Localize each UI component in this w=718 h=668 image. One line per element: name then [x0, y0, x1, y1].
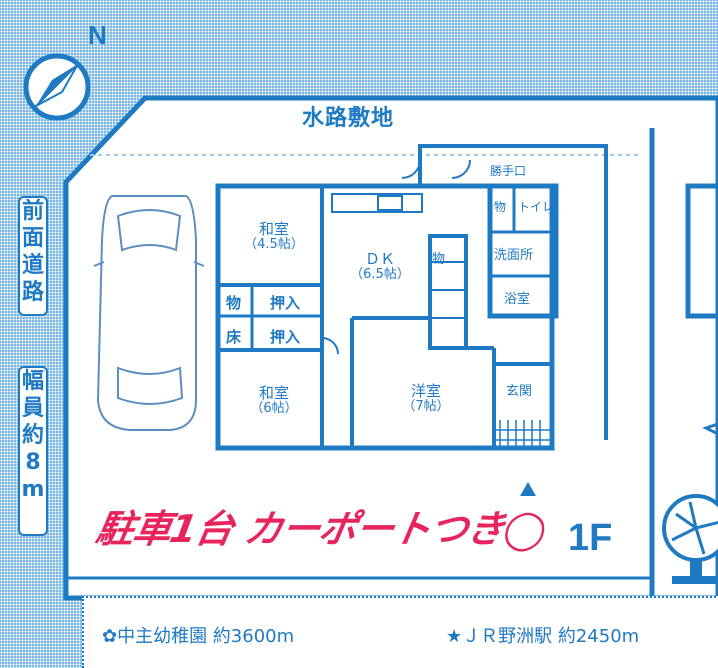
room-mono1: 物	[226, 294, 242, 312]
road-width-char: 員	[21, 396, 44, 421]
room-oshiire2: 押入	[270, 328, 301, 346]
room-dk: ＤＫ （6.5帖）	[330, 250, 430, 283]
road-width-char: 約	[21, 423, 44, 448]
room-mono2: 物	[432, 252, 446, 267]
room-katteguchi: 勝手口	[490, 164, 527, 178]
room-senmenjo: 洗面所	[494, 248, 534, 263]
parking-text: 駐車1台 カーポートつき◯	[92, 507, 550, 551]
road-char: 面	[21, 226, 44, 251]
road-width-label: 幅 員 約 8 m	[18, 366, 48, 536]
north-label: N	[88, 20, 107, 50]
room-mono3: 物	[494, 200, 507, 214]
room-washitsu-bottom: 和室 （6帖）	[228, 384, 320, 417]
room-name: ＤＫ	[364, 250, 395, 268]
road-width-char: m	[21, 477, 45, 502]
site-plan	[63, 95, 718, 601]
room-name: 和室	[258, 384, 289, 402]
compass-icon	[23, 53, 91, 121]
room-toko: 床	[226, 328, 242, 346]
room-oshiire1: 押入	[270, 294, 301, 312]
road-width-char: 幅	[21, 369, 44, 394]
room-size: （6帖）	[250, 401, 298, 416]
room-name: 洋室	[410, 382, 441, 400]
room-size: （7帖）	[402, 399, 450, 414]
room-genkan: 玄関	[506, 384, 533, 399]
road-char: 道	[21, 253, 44, 278]
road-width-char: 8	[25, 450, 41, 475]
room-toilet: トイレ	[518, 200, 555, 214]
room-name: 和室	[258, 220, 289, 238]
room-size: （4.5帖）	[244, 237, 304, 252]
room-yoshitsu: 洋室 （7帖）	[380, 382, 472, 415]
floor-plan-flyer: 前 面 道 路 幅 員 約 8 m N	[18, 20, 718, 668]
road-char: 前	[21, 199, 44, 224]
road-char: 路	[21, 280, 44, 305]
room-size: （6.5帖）	[350, 267, 410, 282]
road-label: 前 面 道 路	[18, 196, 48, 316]
info-kindergarten: ✿中主幼稚園 約3600m	[102, 626, 295, 647]
room-yokushitsu: 浴室	[504, 292, 531, 307]
info-station: ★ＪＲ野洲駅 約2450m	[446, 626, 640, 647]
canal-label: 水路敷地	[302, 106, 395, 131]
room-washitsu-top: 和室 （4.5帖）	[228, 220, 320, 253]
floor-label: 1F	[568, 517, 613, 559]
